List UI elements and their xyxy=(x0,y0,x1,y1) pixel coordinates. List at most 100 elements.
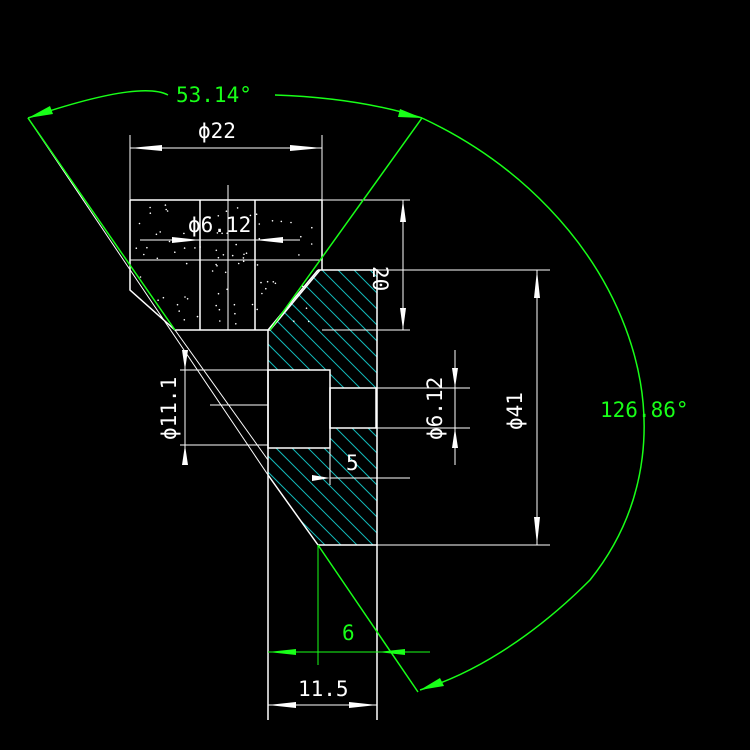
hatch-line xyxy=(268,270,361,545)
speckle-dot xyxy=(272,281,275,283)
speckle-dot xyxy=(185,262,188,265)
speckle-dot xyxy=(233,303,236,306)
speckle-dot xyxy=(249,214,252,217)
speckle-dot xyxy=(184,296,186,298)
speckle-dot xyxy=(211,270,214,272)
speckle-dot xyxy=(237,262,240,265)
speckle-dot xyxy=(224,271,227,274)
speckle-dot xyxy=(183,247,186,249)
length-20-label: 20 xyxy=(368,266,392,291)
speckle-dot xyxy=(251,303,254,306)
hatch-line xyxy=(734,250,750,580)
speckle-dot xyxy=(225,210,228,212)
speckle-dot xyxy=(219,320,221,322)
speckle-dot xyxy=(256,264,259,266)
speckle-dot xyxy=(149,206,151,209)
speckle-dot xyxy=(194,247,196,249)
speckle-dot xyxy=(216,232,219,234)
workpiece-outline xyxy=(129,185,323,331)
speckle-dot xyxy=(183,232,185,235)
hatch-line xyxy=(718,250,750,580)
angle-126-86-label: 126.86° xyxy=(600,398,689,422)
speckle-dot xyxy=(242,257,245,259)
speckle-dot xyxy=(280,220,283,223)
speckle-dot xyxy=(159,231,161,233)
hatch-line xyxy=(269,270,377,545)
angle-53-14-label: 53.14° xyxy=(176,83,252,107)
hatch-line xyxy=(268,270,377,545)
hatch-line xyxy=(268,270,377,545)
speckle-dot xyxy=(215,263,217,266)
speckle-dot xyxy=(293,320,295,323)
speckle-dot xyxy=(290,221,292,224)
dia-11-1-label: ϕ11.1 xyxy=(157,377,181,440)
dim-length-5 xyxy=(312,448,331,485)
speckle-dot xyxy=(162,296,165,299)
workpiece-speckle xyxy=(135,204,313,325)
hatch-line xyxy=(414,250,744,580)
speckle-dot xyxy=(199,246,201,248)
speckle-dot xyxy=(235,243,237,246)
speckle-dot xyxy=(311,226,313,229)
dia-41-label: ϕ41 xyxy=(503,392,527,430)
hatch-line xyxy=(446,250,750,580)
speckle-dot xyxy=(164,204,167,206)
speckle-dot xyxy=(300,235,302,238)
speckle-dot xyxy=(235,323,237,325)
speckle-dot xyxy=(157,299,159,302)
speckle-dot xyxy=(226,288,228,291)
speckle-dot xyxy=(260,281,262,284)
hatch-line xyxy=(268,270,377,545)
hatch-line xyxy=(317,270,377,545)
hatch-line xyxy=(686,250,750,580)
speckle-dot xyxy=(174,251,176,253)
construction-lines xyxy=(27,117,550,546)
speckle-dot xyxy=(216,265,218,267)
hatch-line xyxy=(301,270,377,545)
speckle-dot xyxy=(236,207,239,209)
speckle-dot xyxy=(138,222,141,225)
speckle-dot xyxy=(258,223,261,225)
angle-construction xyxy=(27,117,423,693)
speckle-dot xyxy=(310,243,313,245)
dim-length-20 xyxy=(400,200,406,330)
speckle-dot xyxy=(221,232,223,235)
hatch-line xyxy=(268,270,313,545)
speckle-dot xyxy=(265,287,267,290)
dim-diameter-41 xyxy=(534,270,540,545)
speckle-dot xyxy=(155,233,158,236)
speckle-dot xyxy=(255,213,258,215)
speckle-dot xyxy=(218,308,221,311)
speckle-dot xyxy=(266,280,269,283)
speckle-dot xyxy=(143,253,145,256)
speckle-dot xyxy=(305,307,308,310)
dim-diameter-6-12-right xyxy=(452,350,458,465)
length-11-5-label: 11.5 xyxy=(298,677,349,701)
speckle-dot xyxy=(222,254,225,256)
speckle-dot xyxy=(156,257,159,260)
speckle-dot xyxy=(258,237,261,240)
speckle-dot xyxy=(186,298,189,300)
speckle-dot xyxy=(243,253,245,256)
hatch-line xyxy=(285,270,377,545)
speckle-dot xyxy=(271,220,274,222)
hatch-line xyxy=(268,270,377,545)
hatch-line xyxy=(268,270,377,545)
speckle-dot xyxy=(146,246,148,249)
speckle-dot xyxy=(217,256,220,259)
dim-diameter-6-12-top xyxy=(140,237,300,243)
dia-6-12-right-label: ϕ6.12 xyxy=(423,377,447,440)
speckle-dot xyxy=(149,212,152,214)
hatch-line xyxy=(702,250,750,580)
speckle-dot xyxy=(256,308,259,311)
speckle-dot xyxy=(215,304,217,307)
hatch-line xyxy=(268,270,377,545)
speckle-dot xyxy=(196,315,199,318)
section-hatch xyxy=(268,250,750,580)
speckle-dot xyxy=(298,254,300,256)
dim-length-6 xyxy=(268,545,430,665)
dim-diameter-11-1 xyxy=(182,350,188,465)
angle-arcs xyxy=(27,90,645,691)
speckle-dot xyxy=(215,249,218,252)
